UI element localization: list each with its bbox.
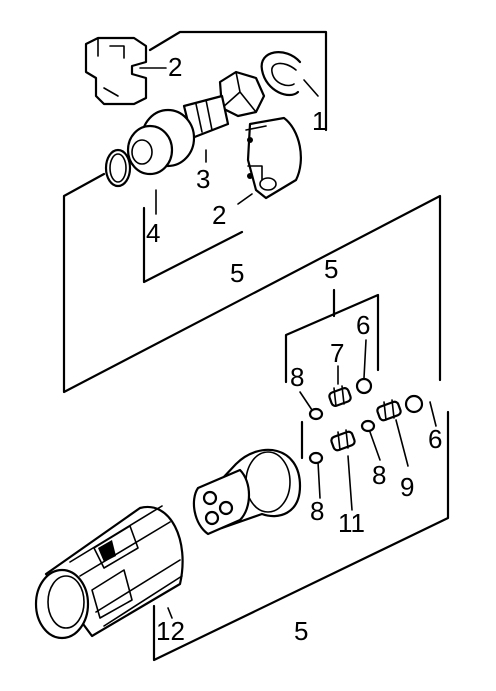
label-7: 7 (330, 338, 344, 368)
leader-8-top (299, 391, 313, 411)
bracket-line-top (148, 30, 328, 132)
label-3: 3 (196, 164, 210, 194)
bracket-lines (62, 30, 450, 662)
leader-9 (395, 419, 409, 467)
label-1: 1 (312, 106, 326, 136)
leader-11 (347, 455, 353, 511)
valve-small-parts (308, 377, 424, 465)
label-6-right: 6 (428, 424, 442, 454)
leader-6-top (363, 339, 367, 379)
retaining-ring-part (260, 51, 302, 97)
label-5-middle: 5 (324, 254, 338, 284)
label-5-upper: 5 (230, 258, 244, 288)
label-2-top: 2 (168, 52, 182, 82)
valve-part-right (376, 400, 402, 422)
o-ring-part (104, 148, 132, 188)
spring-part-top (355, 377, 373, 395)
leader-8-mid (369, 431, 381, 461)
label-8-low: 8 (310, 496, 324, 526)
label-2-low: 2 (212, 200, 226, 230)
label-12: 12 (156, 616, 185, 646)
seal-part-mid (360, 419, 376, 433)
adapter-body-part (126, 70, 266, 176)
nozzle-head-part (192, 448, 302, 536)
label-8-mid: 8 (372, 460, 386, 490)
leader-2-low (237, 193, 253, 205)
nozzle-sleeve-part (34, 505, 184, 640)
label-4: 4 (146, 218, 160, 248)
label-8-top: 8 (290, 362, 304, 392)
part-labels: 2 1 3 2 4 5 5 6 7 8 6 8 9 8 11 12 5 (146, 52, 442, 646)
bracket-line-mid (142, 206, 244, 284)
seal-part-top (308, 407, 324, 421)
valve-part-top (328, 387, 352, 407)
spring-part-right (404, 394, 424, 414)
bracket-line-left-outer (62, 172, 442, 394)
leader-12 (167, 607, 173, 619)
label-5-bottom: 5 (294, 616, 308, 646)
leader-8-low (317, 461, 321, 499)
bracket-line-lower-5 (152, 410, 450, 662)
label-6-top: 6 (356, 310, 370, 340)
leader-1 (303, 79, 319, 97)
leader-6-right (429, 401, 437, 427)
label-11: 11 (338, 508, 365, 538)
label-9: 9 (400, 472, 414, 502)
clip-part-lower (245, 116, 302, 200)
valve-part-lower (330, 430, 356, 452)
bracket-line-upper-5 (284, 293, 380, 384)
seal-part-lower (308, 451, 324, 465)
clip-part-upper (84, 36, 148, 106)
